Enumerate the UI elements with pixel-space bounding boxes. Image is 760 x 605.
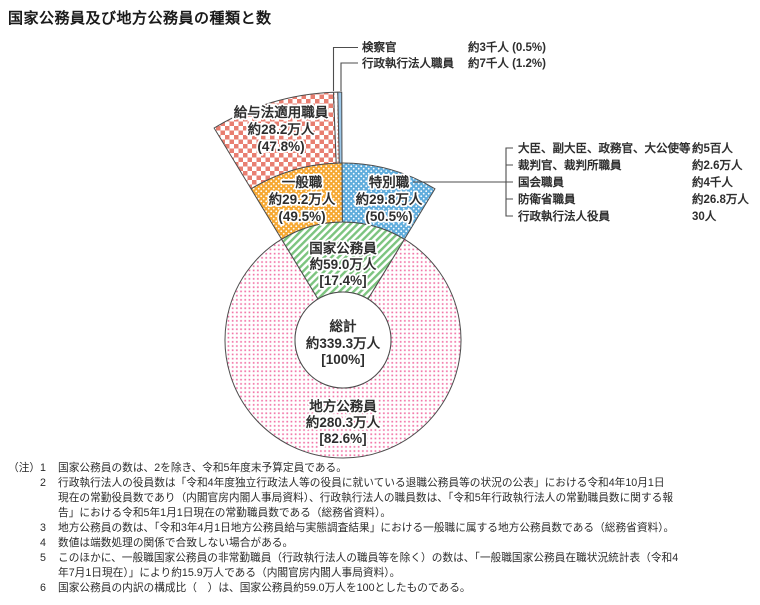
total-label: 総計 (330, 318, 357, 334)
special-item-value: 約26.8万人 (692, 192, 749, 206)
regular-service-value: 約29.2万人 (269, 191, 336, 207)
total-value: 約339.3万人 (306, 335, 381, 351)
national-pct: [17.4%] (319, 273, 366, 288)
callout-prosecutors-label: 検察官 (362, 40, 397, 54)
special-item-value: 約5百人 (692, 141, 733, 155)
segment-administrative-agency-staff (337, 91, 343, 164)
note-item: 6 国家公務員の内訳の構成比（ ）は、国家公務員約59.0万人を100としたもの… (40, 582, 471, 594)
regular-service-label: 一般職 (282, 174, 323, 190)
special-item-value: 約4千人 (692, 175, 733, 189)
special-item-value: 30人 (692, 209, 717, 223)
special-item-label: 防衛省職員 (518, 192, 576, 206)
special-service-bracket (505, 147, 513, 217)
callout-agency-staff-value: 約7千人 (1.2%) (468, 56, 546, 70)
note-item: 4 数値は端数処理の関係で合致しない場合がある。 (40, 537, 294, 549)
local-pct: [82.6%] (319, 431, 366, 446)
note-item: （注） 1 国家公務員の数は、2を除き、令和5年度末予算定員である。 (8, 462, 347, 474)
salary-act-value: 約28.2万人 (248, 121, 315, 137)
note-prefix: （注） (8, 462, 41, 474)
special-item-label: 国会職員 (518, 175, 564, 189)
leader-line-agency-staff (340, 62, 358, 91)
special-service-pct: (50.5%) (365, 209, 412, 224)
special-service-value: 約29.8万人 (356, 191, 423, 207)
note-item: 3 地方公務員の数は、「令和3年4月1日地方公務員給与実態調査結果」における一般… (40, 522, 675, 534)
notes-section: （注） 1 国家公務員の数は、2を除き、令和5年度末予算定員である。 2 行政執… (8, 461, 758, 596)
special-service-label: 特別職 (369, 174, 410, 190)
special-item-label: 大臣、副大臣、政務官、大公使等 (518, 141, 691, 155)
salary-act-pct: (47.8%) (257, 139, 304, 154)
total-pct: [100%] (321, 352, 365, 367)
local-value: 約280.3万人 (306, 414, 381, 430)
segment-special-service (341, 162, 436, 240)
callout-agency-staff-label: 行政執行法人職員 (361, 56, 454, 70)
callout-prosecutors-value: 約3千人 (0.5%) (468, 40, 546, 54)
national-value: 約59.0万人 (310, 256, 377, 272)
fan-pie-chart: 検察官 約3千人 (0.5%) 行政執行法人職員 約7千人 (1.2%) 大臣、… (213, 40, 749, 459)
leader-line-prosecutors (332, 46, 358, 91)
local-label: 地方公務員 (309, 398, 377, 414)
page-title: 国家公務員及び地方公務員の種類と数 (8, 10, 272, 27)
special-item-label: 裁判官、裁判所職員 (518, 158, 622, 172)
salary-act-label: 給与法適用職員 (234, 104, 329, 120)
special-item-label: 行政執行法人役員 (517, 209, 610, 223)
national-label: 国家公務員 (309, 240, 377, 256)
special-item-value: 約2.6万人 (692, 158, 743, 172)
total-center-circle (294, 291, 392, 389)
note-item: 2 行政執行法人の役員数は「令和4年度独立行政法人等の役員に就いている退職公務員… (40, 477, 674, 519)
note-item: 5 このほかに、一般職国家公務員の非常勤職員（行政執行法人の職員等を除く）の数は… (40, 552, 679, 579)
regular-service-pct: (49.5%) (278, 209, 325, 224)
